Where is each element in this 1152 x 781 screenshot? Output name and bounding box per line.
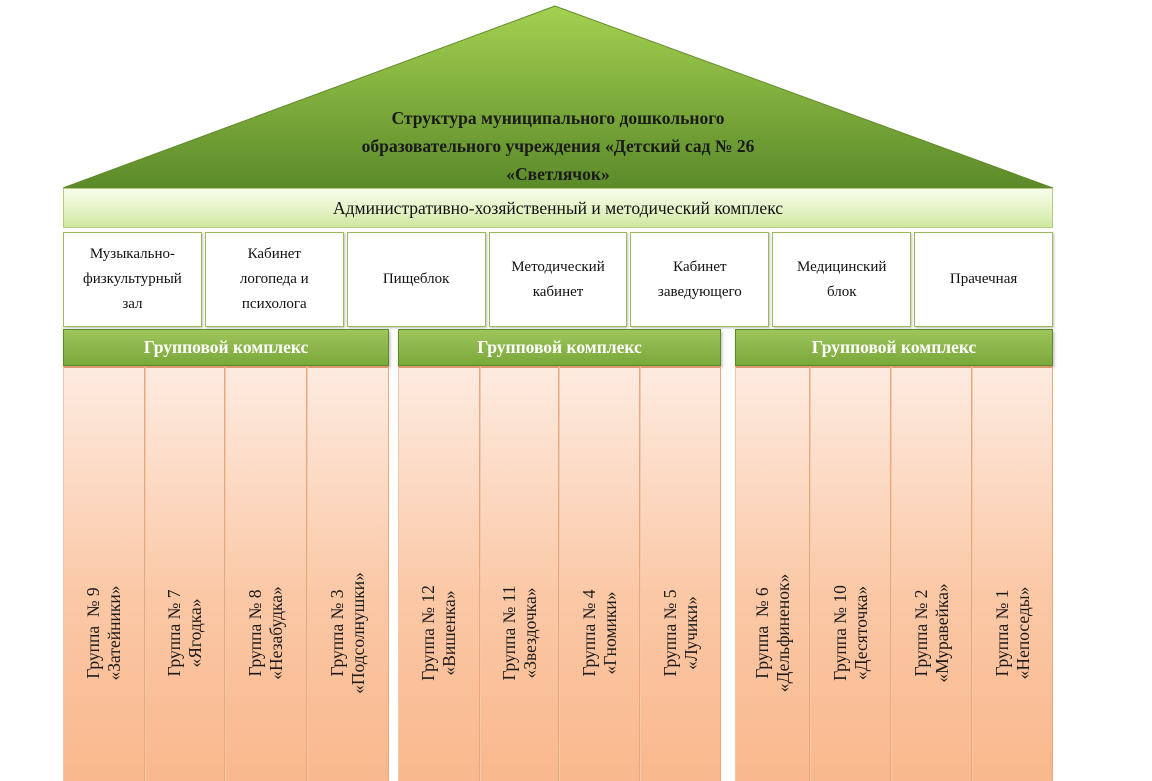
- admin-complex-bar: Административно-хозяйственный и методиче…: [63, 188, 1053, 228]
- group-label: Группа № 6 «Дельфиненок»: [751, 573, 793, 692]
- group-column: Группа № 3 «Подсолнушки»: [307, 366, 389, 781]
- dept-label: Методический кабинет: [511, 258, 605, 300]
- group-label: Группа № 5 «Лучики»: [659, 589, 701, 676]
- group-complex-1-header: Групповой комплекс: [63, 329, 389, 366]
- group-column: Группа № 1 «Непоседы»: [972, 366, 1053, 781]
- diagram-title: Структура муниципального дошкольного обр…: [300, 104, 816, 188]
- group-column: Группа № 9 «Затейники»: [63, 366, 145, 781]
- title-line-1: Структура муниципального дошкольного: [391, 108, 725, 128]
- group-label: Группа № 1 «Непоседы»: [991, 586, 1033, 679]
- group-column: Группа № 8 «Незабудка»: [225, 366, 307, 781]
- group-complex-2-header: Групповой комплекс: [398, 329, 721, 366]
- group-column: Группа № 2 «Муравейка»: [891, 366, 972, 781]
- dept-label: Медицинский блок: [797, 258, 887, 300]
- dept-speech-therapist: Кабинет логопеда и психолога: [204, 232, 344, 327]
- dept-label: Музыкально- физкультурный зал: [83, 246, 182, 312]
- group-column: Группа № 7 «Ягодка»: [145, 366, 225, 781]
- group-label: Группа № 12 «Вишенка»: [418, 584, 459, 681]
- group-column: Группа № 6 «Дельфиненок»: [735, 366, 810, 781]
- dept-laundry: Прачечная: [914, 232, 1054, 327]
- title-line-2: образовательного учреждения «Детский сад…: [361, 136, 755, 156]
- title-line-3: «Светлячок»: [506, 164, 610, 184]
- dept-methodical-office: Методический кабинет: [488, 232, 628, 327]
- dept-label: Кабинет заведующего: [657, 258, 742, 300]
- group-column: Группа № 12 «Вишенка»: [398, 366, 480, 781]
- group-label: Группа № 8 «Незабудка»: [245, 585, 286, 680]
- group-label: Группа № 3 «Подсолнушки»: [327, 571, 368, 694]
- group-complex-3-header: Групповой комплекс: [735, 329, 1053, 366]
- group-column: Группа № 11 «Звездочка»: [480, 366, 559, 781]
- group-complex-2-columns: Группа № 12 «Вишенка» Группа № 11 «Звезд…: [398, 366, 721, 781]
- dept-label: Пищеблок: [382, 271, 450, 287]
- dept-label: Кабинет логопеда и психолога: [239, 246, 309, 312]
- dept-medical-block: Медицинский блок: [772, 232, 912, 327]
- dept-head-office: Кабинет заведующего: [630, 232, 770, 327]
- group-column: Группа № 10 «Десяточка»: [810, 366, 891, 781]
- group-label: Группа № 4 «Гномики»: [578, 589, 620, 676]
- departments-row: Музыкально- физкультурный зал Кабинет ло…: [63, 232, 1054, 327]
- group-label: Группа № 11 «Звездочка»: [498, 584, 540, 681]
- dept-music-sport-hall: Музыкально- физкультурный зал: [63, 232, 202, 327]
- group-label: Группа № 7 «Ягодка»: [164, 589, 205, 676]
- group-column: Группа № 5 «Лучики»: [640, 366, 721, 781]
- group-complex-3-columns: Группа № 6 «Дельфиненок» Группа № 10 «Де…: [735, 366, 1053, 781]
- group-label: Группа № 9 «Затейники»: [83, 585, 124, 680]
- dept-label: Прачечная: [949, 271, 1018, 287]
- group-column: Группа № 4 «Гномики»: [559, 366, 640, 781]
- group-label: Группа № 2 «Муравейка»: [910, 582, 952, 683]
- dept-kitchen: Пищеблок: [346, 232, 486, 327]
- group-label: Группа № 10 «Десяточка»: [829, 584, 871, 681]
- group-complex-1-columns: Группа № 9 «Затейники» Группа № 7 «Ягодк…: [63, 366, 389, 781]
